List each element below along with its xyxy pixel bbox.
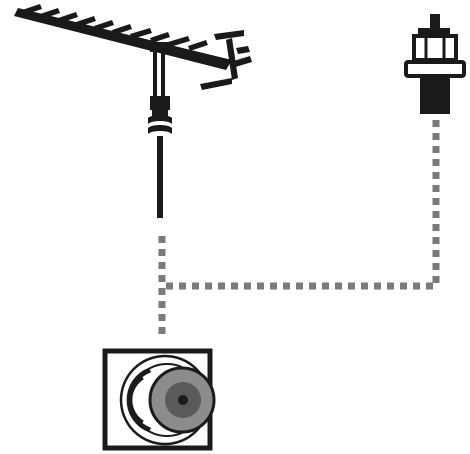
antenna-elements [22, 4, 208, 51]
coax-f-connector-icon [404, 14, 466, 114]
antenna-boom [14, 8, 232, 70]
dotted-cable [158, 120, 440, 340]
antenna-mast [148, 42, 172, 218]
tv-antenna-icon [14, 4, 252, 218]
antenna-reflector [200, 30, 252, 90]
coax-wall-socket-icon [102, 348, 216, 451]
cable-from-connector [162, 120, 440, 290]
